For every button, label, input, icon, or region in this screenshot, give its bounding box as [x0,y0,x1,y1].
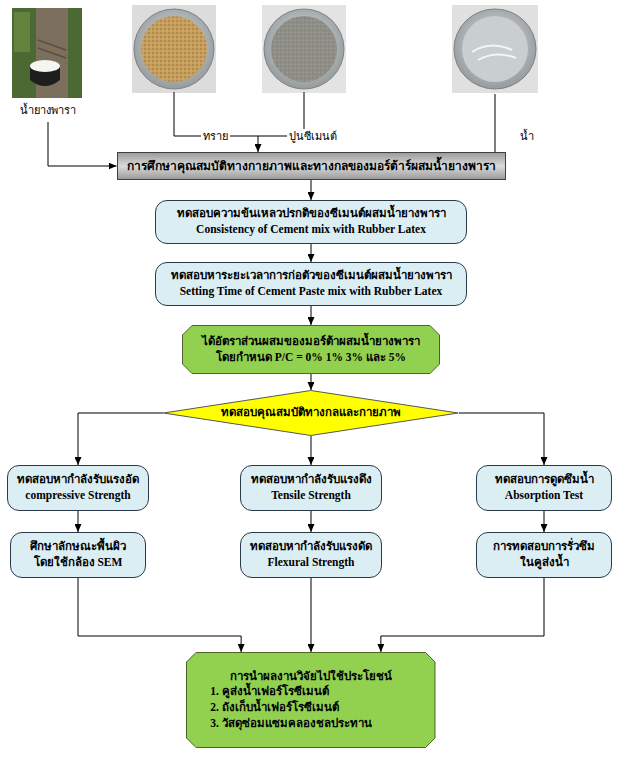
node-text: Consistency of Cement mix with Rubber La… [196,222,426,238]
sand-photo [132,5,216,93]
node-heading: การนำผลงานวิจัยไปใช้ประโยชน์ [230,669,392,685]
latex-photo [12,8,82,98]
flow-arrow [310,436,311,465]
test-box: ทดสอบการดูดซึมน้ำAbsorption Test [476,465,612,511]
study-box: การศึกษาคุณสมบัติทางกายภาพและทางกลของมอร… [117,152,506,180]
material-label: น้ำยางพารา [18,103,78,117]
test-box: ศึกษาลักษณะพื้นผิวโดยใช้กล้อง SEM [10,532,146,578]
material-label: ปูนซีเมนต์ [287,129,339,143]
flow-arrow [310,374,311,390]
process-box: ทดสอบหาระยะเวลาการก่อตัวของซีเมนต์ผสมน้ำ… [155,262,467,306]
photo-ground [452,5,538,93]
flow-arrow [78,413,163,465]
latex [30,60,60,72]
node-text: ในคูส่งน้ำ [520,555,569,571]
node-heading: ทดสอบความข้นเหลวปรกติของซีเมนต์ผสมน้ำยาง… [177,206,446,222]
node-heading: ศึกษาลักษณะพื้นผิว [30,539,126,555]
flow-arrow [544,511,545,532]
sand [141,16,207,82]
test-box: ทดสอบหากำลังรับแรงอัดcompressive Strengt… [7,465,149,511]
flow-arrow [78,578,241,652]
flow-arrow [381,578,544,652]
test-box: ทดสอบหากำลังรับแรงดึงTensile Strength [240,465,382,511]
diamond-outline [164,391,459,436]
feed-line [174,92,303,136]
octagon-outline [183,326,440,374]
flow-arrow [459,413,544,465]
result-shape [182,325,440,374]
flow-arrow [311,244,312,262]
bowl [454,9,536,89]
node-heading: ทดสอบหากำลังรับแรงอัด [17,472,139,488]
node-text: Absorption Test [505,488,583,504]
water [462,16,528,82]
node-text: 1. คูส่งน้ำเฟอร์โรซีเมนต์ [210,684,329,700]
application-box: การนำผลงานวิจัยไปใช้ประโยชน์1. คูส่งน้ำเ… [186,652,436,748]
water-photo [452,5,538,93]
node-heading: ทดสอบการดูดซึมน้ำ [495,472,594,488]
node-text: 3. วัสดุซ่อมแซมคลองชลประทาน [210,716,372,732]
tapping-cut [38,40,66,58]
flow-arrow [78,511,79,532]
foliage [14,12,30,52]
bowl [134,9,214,89]
node-text: Setting Time of Cement Paste mix with Ru… [180,284,443,300]
cement [271,16,337,82]
test-box: การทดสอบการรั่วซึมในคูส่งน้ำ [476,532,612,578]
node-text: Flexural Strength [268,555,355,571]
node-heading: ได้อัตราส่วนผสมของมอร์ต้าผสมน้ำยางพารา [202,334,420,350]
octagon-outline [187,653,436,748]
flow-arrow [311,180,312,200]
feed-line [48,122,117,166]
result-box: ได้อัตราส่วนผสมของมอร์ต้าผสมน้ำยางพาราโด… [182,325,440,374]
result-shape [186,652,436,748]
node-heading: ทดสอบหากำลังรับแรงดึง [251,472,372,488]
decision-diamond: ทดสอบคุณสมบัติทางกลและกายภาพ [163,390,459,436]
node-text: Tensile Strength [271,488,351,504]
node-text: compressive Strength [25,488,130,504]
cement-photo [262,5,346,93]
material-label: ทราย [201,129,230,143]
node-text: โดยกำหนด P/C = 0% 1% 3% และ 5% [216,350,406,366]
photo-ground [262,5,346,93]
flow-arrow [311,511,312,532]
node-heading: การศึกษาคุณสมบัติทางกายภาพและทางกลของมอร… [127,158,496,174]
water-reflection [472,45,516,60]
flow-arrow [311,578,312,652]
node-text: 2. ถังเก็บน้ำเฟอร์โรซีเมนต์ [210,700,339,716]
node-heading: ทดสอบหากำลังรับแรงดัด [250,539,372,555]
node-heading: การทดสอบการรั่วซึม [493,539,595,555]
process-box: ทดสอบความข้นเหลวปรกติของซีเมนต์ผสมน้ำยาง… [155,200,467,244]
flow-arrow [311,306,312,325]
feed-line [258,136,259,152]
material-label: น้ำ [518,129,536,143]
test-box: ทดสอบหากำลังรับแรงดัดFlexural Strength [240,532,382,578]
node-text: โดยใช้กล้อง SEM [34,555,123,571]
photo-ground [132,5,216,93]
node-heading: ทดสอบคุณสมบัติทางกลและกายภาพ [221,405,401,421]
bowl [264,9,344,89]
photo-ground [12,8,82,98]
node-heading: ทดสอบหาระยะเวลาการก่อตัวของซีเมนต์ผสมน้ำ… [171,268,452,284]
